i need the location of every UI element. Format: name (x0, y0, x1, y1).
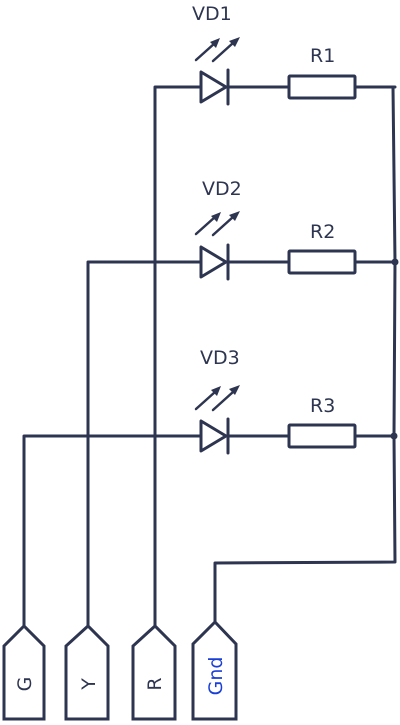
r3-label: R3 (310, 395, 335, 417)
connector-y-label: Y (78, 678, 100, 691)
vd3-label: VD3 (200, 347, 240, 369)
connector-tab (131, 623, 177, 721)
led-vd2: VD2 (194, 178, 242, 281)
resistor-r2: R2 (287, 221, 357, 275)
connector-tab (2, 623, 46, 721)
junction-dot (391, 258, 399, 266)
resistor-body (287, 423, 357, 449)
led-vd3: VD3 (194, 347, 240, 455)
vd1-label: VD1 (192, 3, 232, 25)
connector-y: Y (64, 623, 110, 721)
resistor-r1: R1 (287, 45, 357, 100)
wire-r-branch (153, 85, 202, 634)
connector-r: R (131, 623, 177, 721)
led-vd1: VD1 (192, 3, 240, 106)
connector-gnd: Gnd (191, 619, 238, 721)
light-emission-icon (194, 211, 240, 237)
r1-label: R1 (310, 45, 335, 67)
connector-r-label: R (144, 677, 166, 690)
resistor-body (287, 249, 357, 275)
wire-g-branch (22, 434, 202, 634)
connector-gnd-label: Gnd (205, 657, 227, 696)
junction-dot (390, 432, 398, 440)
resistor-body (287, 74, 357, 100)
vd2-label: VD2 (202, 178, 242, 200)
connector-tab (191, 619, 238, 721)
connector-tab (64, 623, 110, 721)
diode-triangle (199, 419, 228, 453)
light-emission-icon (194, 37, 240, 63)
r2-label: R2 (310, 221, 335, 243)
connector-g-label: G (14, 677, 36, 692)
resistor-r3: R3 (287, 395, 357, 449)
wire-ground-bus (213, 85, 397, 627)
wires (22, 85, 397, 634)
light-emission-icon (194, 385, 240, 412)
wire-y-branch (86, 260, 202, 634)
diode-triangle (199, 245, 228, 279)
connector-g: G (2, 623, 46, 721)
diode-triangle (199, 70, 228, 104)
